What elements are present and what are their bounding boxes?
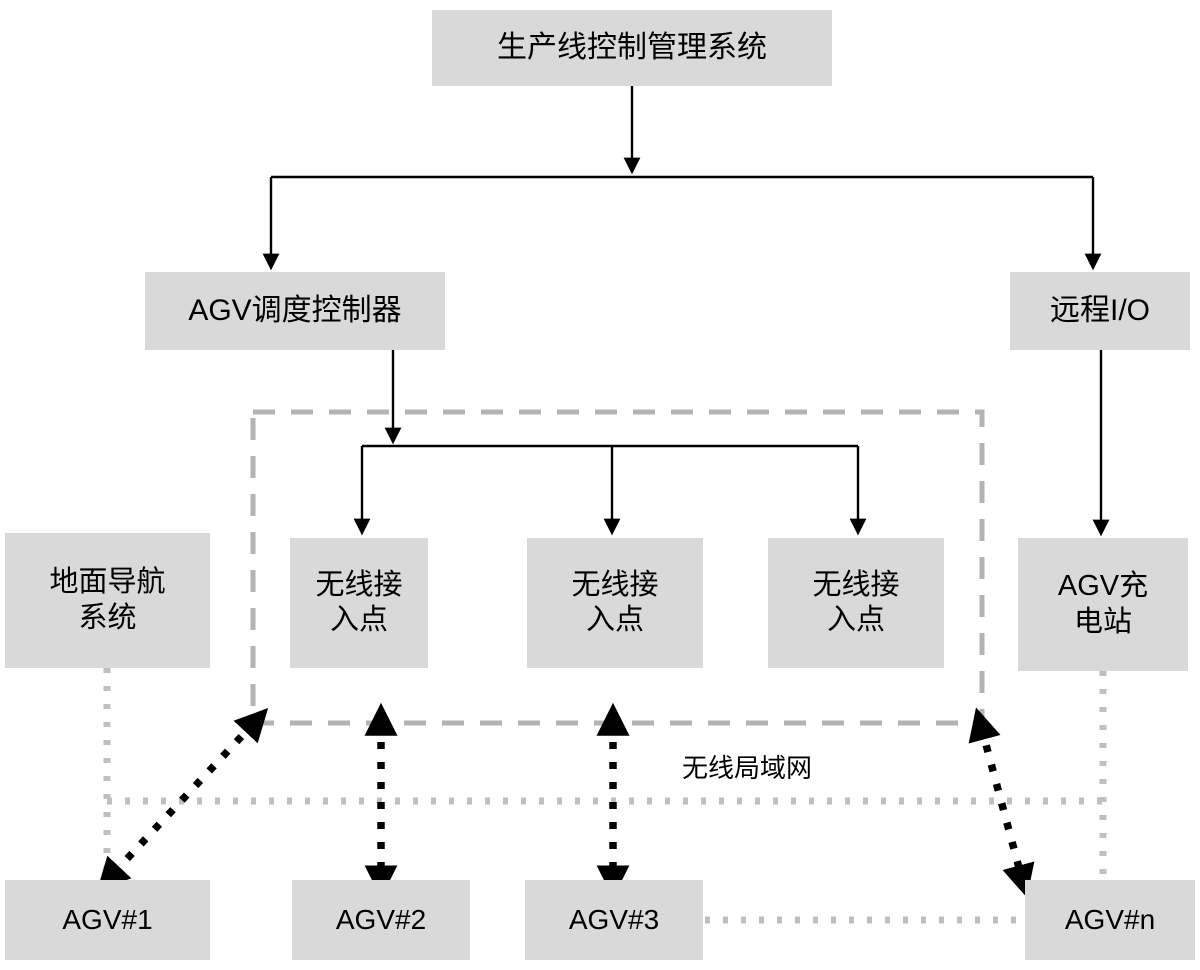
- link-zone-to-agv-n: [968, 707, 1035, 898]
- node-label: AGV#n: [1064, 903, 1156, 935]
- node-agv-charging-station[interactable]: AGV充 电站: [1018, 538, 1188, 671]
- node-wireless-access-point-3[interactable]: 无线接 入点: [768, 538, 944, 668]
- node-label: AGV充 电站: [1057, 570, 1149, 638]
- node-production-line-control-system[interactable]: 生产线控制管理系统: [432, 10, 832, 86]
- wlan-zone-label: 无线局域网: [682, 753, 813, 783]
- node-label: AGV#1: [62, 903, 153, 935]
- wlan-zone-rectangle: [250, 409, 985, 726]
- node-ground-navigation-system[interactable]: 地面导航 系统: [5, 533, 210, 668]
- node-label: AGV调度控制器: [188, 293, 402, 327]
- node-label: 地面导航 系统: [49, 566, 166, 634]
- node-label: 远程I/O: [1049, 293, 1150, 327]
- node-agv-3[interactable]: AGV#3: [525, 880, 703, 960]
- node-remote-io[interactable]: 远程I/O: [1010, 272, 1190, 350]
- node-label: 无线接 入点: [571, 568, 659, 636]
- node-agv-1[interactable]: AGV#1: [5, 880, 210, 960]
- node-agv-n[interactable]: AGV#n: [1025, 880, 1195, 960]
- node-label: AGV#2: [335, 903, 427, 935]
- node-label: 无线接 入点: [812, 568, 900, 636]
- node-label: AGV#3: [568, 903, 660, 935]
- node-wireless-access-point-1[interactable]: 无线接 入点: [290, 538, 428, 668]
- link-zone-to-agv-1: [96, 707, 269, 892]
- node-label: 生产线控制管理系统: [497, 30, 767, 64]
- node-agv-scheduler-controller[interactable]: AGV调度控制器: [145, 272, 445, 350]
- node-wireless-access-point-2[interactable]: 无线接 入点: [527, 538, 703, 668]
- node-label: 无线接 入点: [315, 568, 403, 636]
- node-agv-2[interactable]: AGV#2: [292, 880, 470, 960]
